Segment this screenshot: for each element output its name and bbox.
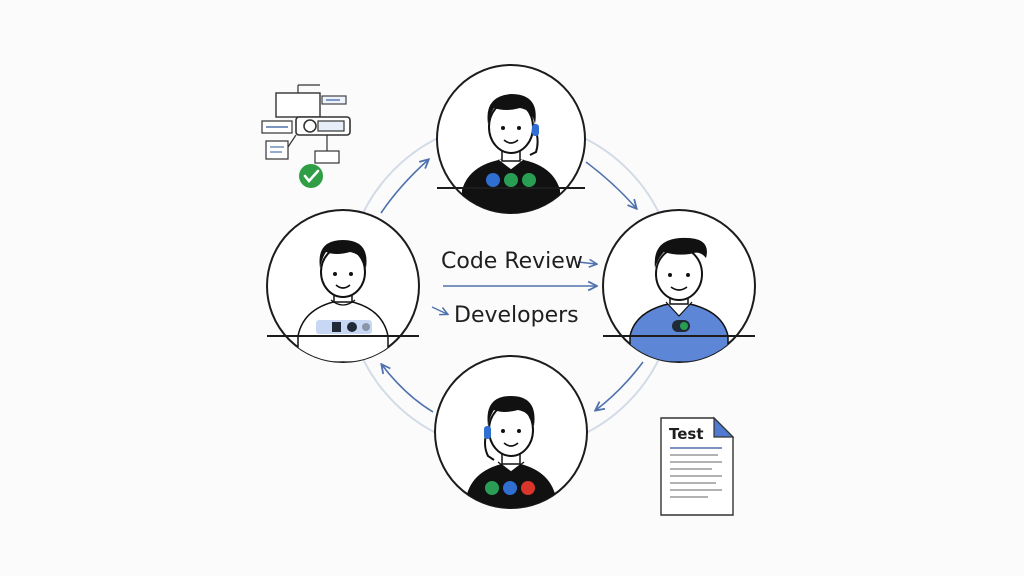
checkmark-icon — [299, 164, 323, 188]
developer-hair — [654, 237, 707, 268]
badge-icon — [486, 173, 500, 187]
developer-hair — [487, 94, 536, 124]
arrow-top-to-right — [585, 161, 636, 208]
badge-icon — [485, 481, 499, 495]
arrow-center-small-top — [577, 262, 596, 264]
arrow-bottom-to-left — [382, 365, 434, 413]
badge-icon — [503, 481, 517, 495]
developer-hair — [319, 240, 367, 268]
arrow-right-to-bottom — [596, 361, 644, 410]
arrow-left-to-top — [380, 160, 428, 214]
test-document-icon — [660, 416, 735, 516]
developer-face — [655, 247, 703, 301]
badge-icon — [316, 320, 372, 334]
developer-hair — [487, 396, 535, 426]
arrow-center-small-bottom — [431, 306, 447, 314]
badge-icon — [521, 481, 535, 495]
developer-avatar-left — [266, 209, 420, 363]
developer-avatar-right — [602, 209, 756, 363]
badge-icon — [504, 173, 518, 187]
center-title: Code Review — [441, 249, 583, 274]
badge-icon — [522, 173, 536, 187]
developer-avatar-top — [436, 64, 586, 214]
center-subtitle: Developers — [454, 303, 579, 328]
developer-avatar-bottom — [434, 355, 588, 509]
workflow-diagram-icon — [261, 84, 351, 188]
test-document-label: Test — [669, 425, 704, 443]
